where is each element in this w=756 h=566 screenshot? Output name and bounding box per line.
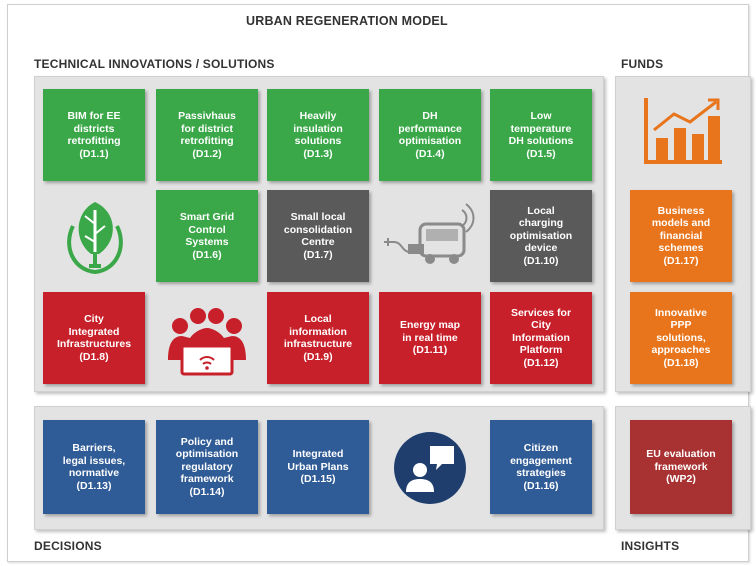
tile-d1-10: Local charging optimisation device (D1.1…	[490, 190, 592, 282]
page-title: URBAN REGENERATION MODEL	[246, 14, 448, 28]
meeting-icon	[160, 298, 254, 380]
tile-d1-18: Innovative PPP solutions, approaches (D1…	[630, 292, 732, 384]
tile-d1-15: Integrated Urban Plans (D1.15)	[267, 420, 369, 514]
tile-d1-2: Passivhaus for district retrofitting (D1…	[156, 89, 258, 181]
tile-d1-1: BIM for EE districts retrofitting (D1.1)	[43, 89, 145, 181]
technical-heading: TECHNICAL INNOVATIONS / SOLUTIONS	[34, 57, 275, 71]
tile-d1-17: Business models and financial schemes (D…	[630, 190, 732, 282]
tile-d1-11: Energy map in real time (D1.11)	[379, 292, 481, 384]
leaf-plug-icon	[55, 196, 135, 278]
tile-d1-14: Policy and optimisation regulatory frame…	[156, 420, 258, 514]
tile-d1-5: Low temperature DH solutions (D1.5)	[490, 89, 592, 181]
tile-d1-8: City Integrated Infrastructures (D1.8)	[43, 292, 145, 384]
ev-charging-icon	[380, 196, 480, 278]
tile-d1-13: Barriers, legal issues, normative (D1.13…	[43, 420, 145, 514]
tile-wp2: EU evaluation framework (WP2)	[630, 420, 732, 514]
funds-heading: FUNDS	[621, 57, 664, 71]
growth-chart-icon	[640, 94, 726, 168]
tile-d1-12: Services for City Information Platform (…	[490, 292, 592, 384]
chat-person-icon	[392, 430, 468, 506]
tile-d1-16: Citizen engagement strategies (D1.16)	[490, 420, 592, 514]
tile-d1-7: Small local consolidation Centre (D1.7)	[267, 190, 369, 282]
insights-heading: INSIGHTS	[621, 539, 680, 553]
tile-d1-4: DH performance optimisation (D1.4)	[379, 89, 481, 181]
tile-d1-6: Smart Grid Control Systems (D1.6)	[156, 190, 258, 282]
decisions-heading: DECISIONS	[34, 539, 102, 553]
tile-d1-3: Heavily insulation solutions (D1.3)	[267, 89, 369, 181]
tile-d1-9: Local information infrastructure (D1.9)	[267, 292, 369, 384]
